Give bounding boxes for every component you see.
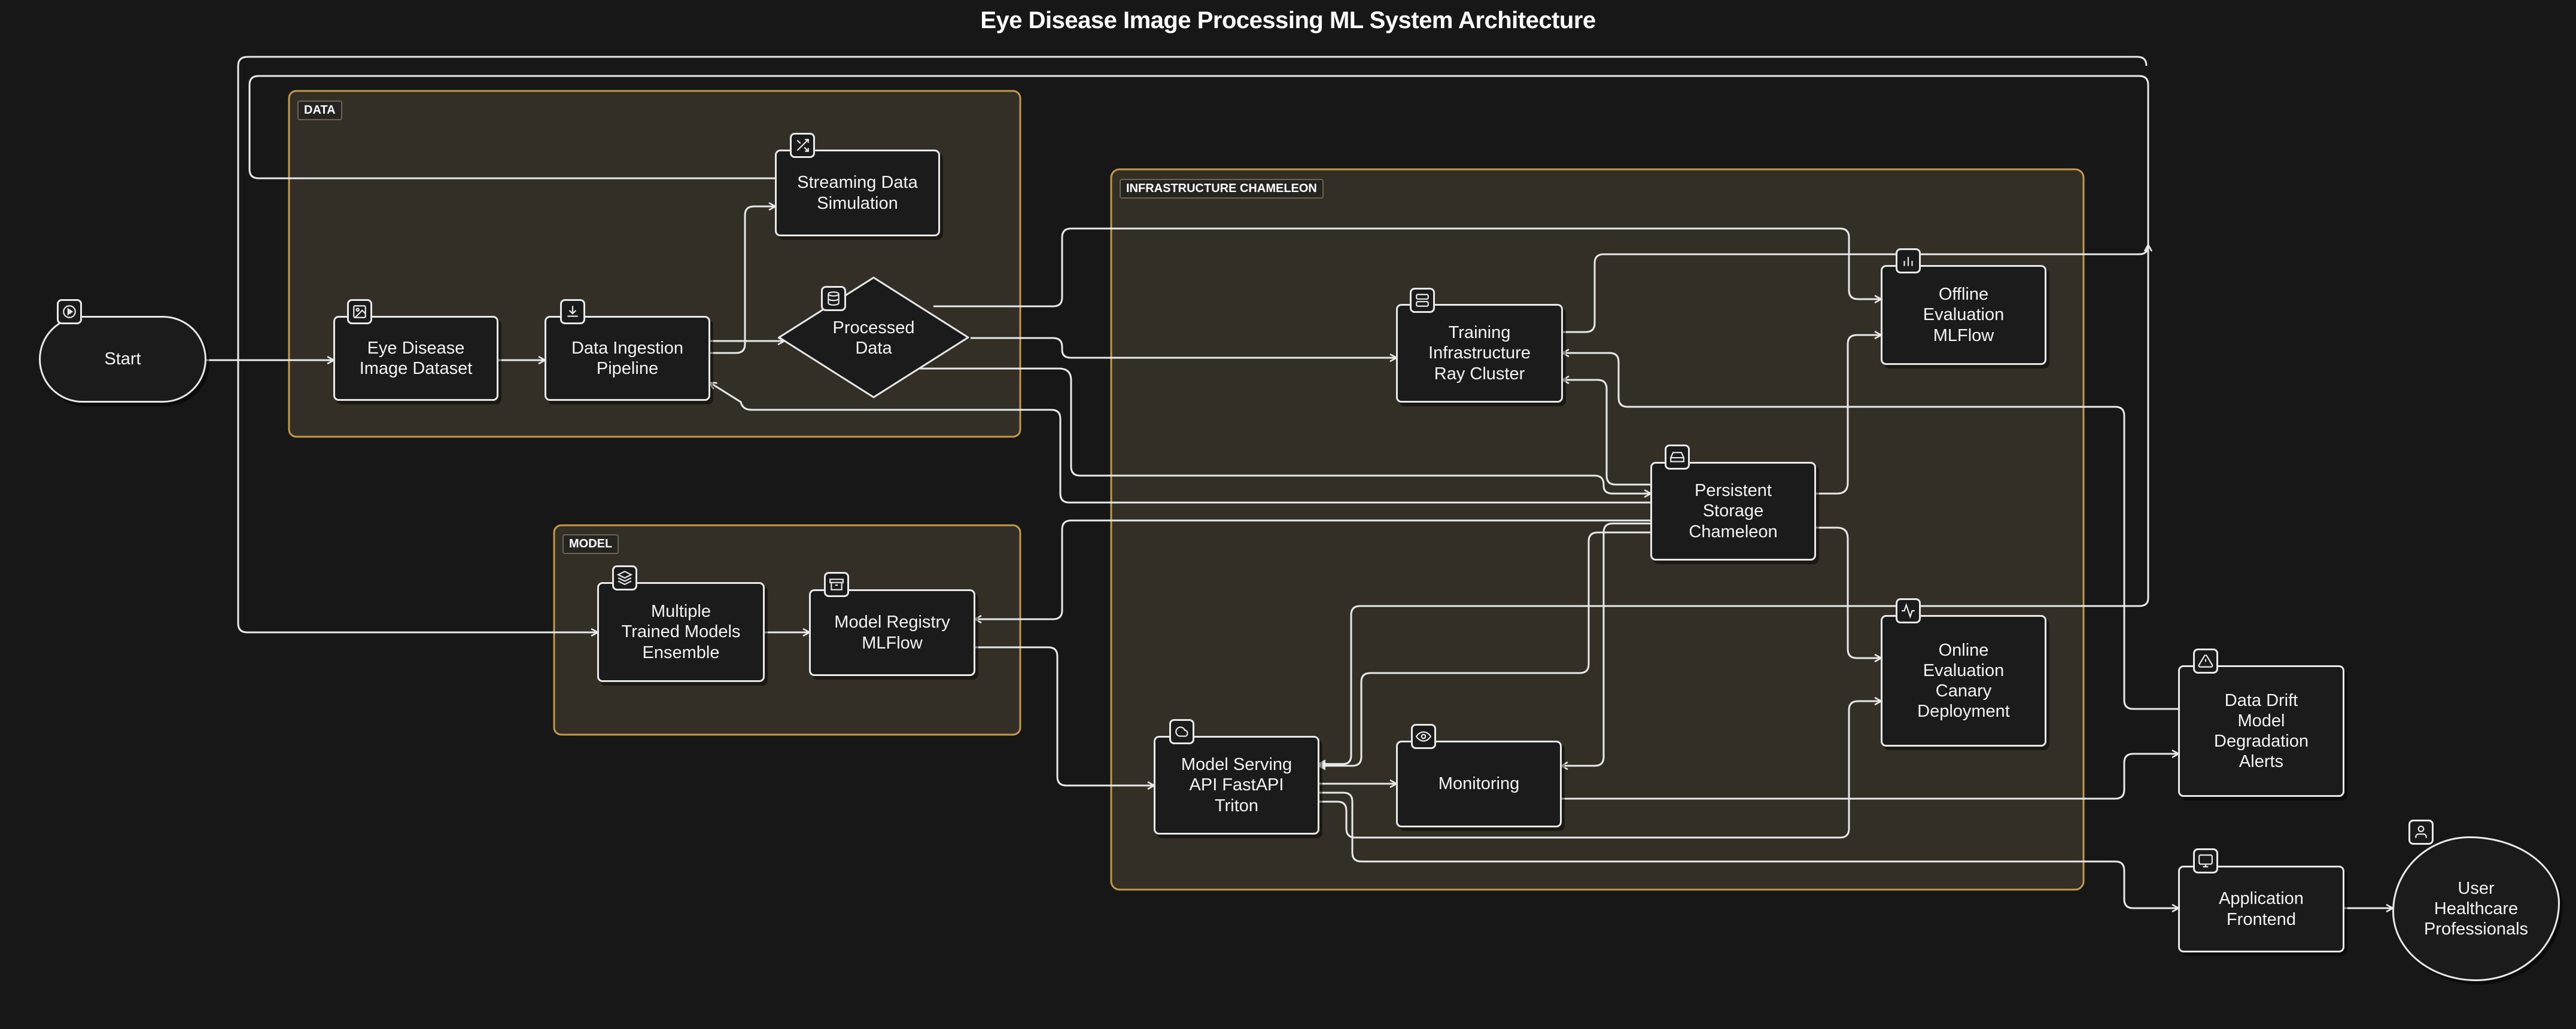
monitor-icon [2193,848,2218,873]
node-ensemble: Multiple Trained Models Ensemble [597,582,765,682]
group-model-label: MODEL [562,534,619,554]
edge-serving-online [1319,701,1881,839]
edge-streaming-loop [248,75,2149,764]
shuffle-icon [790,133,815,158]
node-processed: Processed Data [832,318,915,358]
edge-training-offline-top [1563,245,2148,333]
activity-icon [1896,598,1921,623]
alert-triangle-icon [2193,649,2218,674]
group-model-box [553,524,1021,736]
edge-processed-training [971,337,1396,358]
edge-serving-frontend [1319,791,2178,908]
bar-chart-icon [1896,248,1921,273]
node-offline: Offline Evaluation MLFlow [1881,265,2046,365]
download-icon [560,299,585,324]
node-monitoring: Monitoring [1396,741,1562,827]
node-training: Training Infrastructure Ray Cluster [1396,304,1563,403]
edge-storage-ingestion [710,383,1652,504]
node-frontend: Application Frontend [2178,866,2344,952]
edge-monitoring-drift [1562,754,2178,800]
server-icon [1410,288,1435,313]
group-data-label: DATA [297,101,342,120]
node-drift: Data Drift Model Degradation Alerts [2178,665,2344,797]
node-serving: Model Serving API FastAPI Triton [1154,736,1319,835]
edge-storage-monitoring [1562,522,1652,766]
group-infra-label: INFRASTRUCTURE CHAMELEON [1120,179,1324,199]
cloud-icon [1169,719,1194,744]
layers-icon [612,565,637,590]
edge-storage-registry [975,519,1652,619]
image-icon [347,299,372,324]
node-online: Online Evaluation Canary Deployment [1881,615,2046,747]
edge-ingestion-streaming [710,206,775,354]
node-user: User Healthcare Professionals [2392,836,2560,981]
hard-drive-icon [1665,445,1690,470]
eye-icon [1411,724,1436,749]
edge-processed-storage [916,367,1650,494]
group-infra-box [1110,168,2085,891]
database-icon [821,286,846,311]
node-registry: Model Registry MLFlow [809,589,975,676]
edge-storage-training [1563,380,1652,486]
node-streaming: Streaming Data Simulation [775,150,940,236]
play-icon [57,299,82,324]
edge-top-loop-ensemble [237,56,2148,632]
node-storage: Persistent Storage Chameleon [1650,462,1816,561]
user-icon [2408,820,2434,845]
edge-storage-offline [1816,335,1881,495]
edge-storage-serving-2 [1319,531,1652,766]
edge-processed-offline [933,227,1881,308]
node-start: Start [39,316,206,403]
edge-storage-online [1816,526,1881,658]
node-dataset: Eye Disease Image Dataset [333,316,498,401]
node-ingestion: Data Ingestion Pipeline [545,316,710,401]
edge-registry-serving [975,646,1154,786]
edge-drift-training [1563,353,2178,710]
archive-icon [824,572,849,597]
diagram-title: Eye Disease Image Processing ML System A… [980,7,1596,34]
